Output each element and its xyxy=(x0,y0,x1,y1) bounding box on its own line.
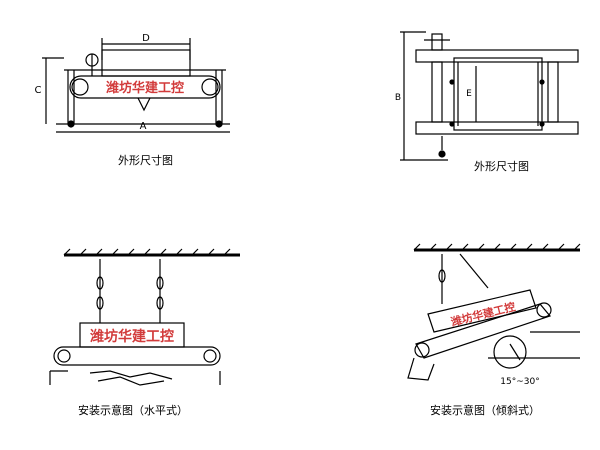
front-brand-text: 潍坊华建工控 xyxy=(106,80,184,96)
inclined-install-caption: 安装示意图（倾斜式） xyxy=(430,404,540,417)
dimension-c-label: C xyxy=(35,85,42,96)
front-view-caption: 外形尺寸图 xyxy=(118,154,173,167)
dimension-d-label: D xyxy=(142,33,150,44)
inclined-brand-text: 潍坊华建工控 xyxy=(449,299,516,329)
horizontal-installation-drawing: 潍坊华建工控 xyxy=(49,248,240,386)
dimension-b-label: B xyxy=(395,93,401,103)
inclined-installation-drawing: 潍坊华建工控 15°~30° xyxy=(407,243,581,387)
horizontal-brand-text: 潍坊华建工控 xyxy=(90,328,174,345)
top-view-caption: 外形尺寸图 xyxy=(474,160,529,173)
inclination-angle-label: 15°~30° xyxy=(500,377,539,387)
dimension-e-label: E xyxy=(466,89,472,99)
front-dimension-drawing: 潍坊华建工控 D C A xyxy=(35,33,230,133)
horizontal-install-caption: 安装示意图（水平式） xyxy=(78,404,188,417)
top-dimension-drawing: B E xyxy=(395,31,579,161)
dimension-a-label: A xyxy=(140,121,147,132)
